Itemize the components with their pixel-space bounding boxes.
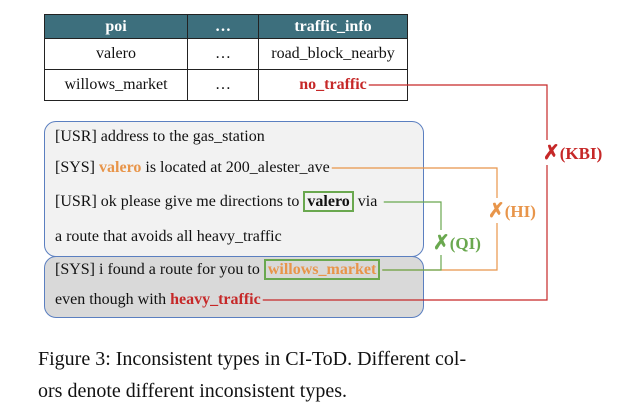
kbi-label-text: (KBI) bbox=[559, 144, 603, 163]
dialogue-line-2: [SYS] valero is located at 200_alester_a… bbox=[55, 159, 330, 177]
qi-label-text: (QI) bbox=[449, 234, 481, 253]
dialogue-line-5: [SYS] i found a route for you to willows… bbox=[55, 259, 381, 280]
entity-valero-usr: valero bbox=[303, 191, 354, 212]
entity-valero-sys: valero bbox=[99, 159, 142, 176]
line3-prefix: [USR] ok please give me directions to bbox=[55, 193, 304, 210]
cross-icon: ✗ bbox=[433, 232, 450, 254]
cell-traffic-info: road_block_nearby bbox=[258, 38, 408, 70]
kbi-connector bbox=[262, 84, 548, 301]
caption-line-1: Figure 3: Inconsistent types in CI-ToD. … bbox=[38, 348, 467, 370]
no-traffic-text: no_traffic bbox=[299, 76, 367, 93]
dialogue-line-6: even though with heavy_traffic bbox=[55, 291, 261, 309]
dialogue-line-1: [USR] address to the gas_station bbox=[55, 128, 265, 145]
line2-suffix: is located at 200_alester_ave bbox=[141, 159, 330, 176]
cell-poi: valero bbox=[44, 38, 188, 70]
line6-prefix: even though with bbox=[55, 291, 171, 308]
kbi-label: ✗(KBI) bbox=[543, 140, 603, 165]
entity-heavy-traffic: heavy_traffic bbox=[170, 291, 261, 308]
cross-icon: ✗ bbox=[543, 142, 560, 164]
dialogue-history-box bbox=[44, 121, 424, 257]
line5-prefix: [SYS] i found a route for you to bbox=[55, 261, 264, 278]
qi-label: ✗(QI) bbox=[433, 230, 481, 255]
cell-ellipsis: … bbox=[187, 69, 259, 101]
entity-willows-market: willows_market bbox=[263, 259, 381, 280]
figure-caption: Figure 3: Inconsistent types in CI-ToD. … bbox=[38, 343, 618, 407]
dialogue-line-4: a route that avoids all heavy_traffic bbox=[55, 228, 282, 245]
hi-label-text: (HI) bbox=[504, 202, 536, 221]
caption-line-2: ors denote different inconsistent types. bbox=[38, 380, 348, 402]
line3-suffix: via bbox=[353, 193, 378, 210]
cell-poi: willows_market bbox=[44, 69, 188, 101]
system-response-box bbox=[44, 256, 424, 318]
line2-prefix: [SYS] bbox=[55, 159, 100, 176]
table-row: valero … road_block_nearby bbox=[44, 38, 408, 70]
table-header-row: poi … traffic_info bbox=[44, 14, 408, 39]
dialogue-line-3: [USR] ok please give me directions to va… bbox=[55, 191, 378, 212]
cell-ellipsis: … bbox=[187, 38, 259, 70]
hi-label: ✗(HI) bbox=[488, 198, 536, 223]
cross-icon: ✗ bbox=[488, 200, 505, 222]
header-poi: poi bbox=[44, 14, 188, 39]
